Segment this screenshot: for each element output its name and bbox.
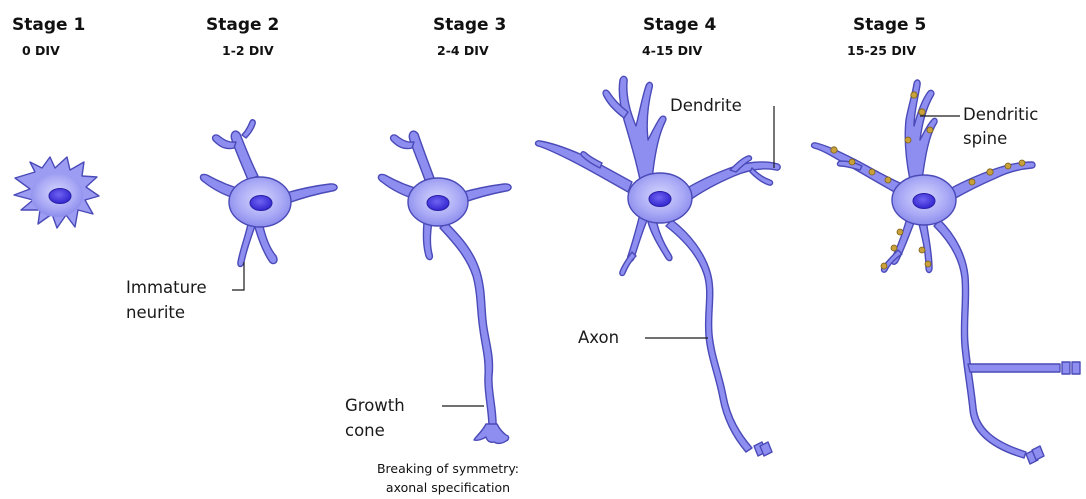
stage-2-div: 1-2 DIV — [222, 43, 274, 58]
stage-1-div: 0 DIV — [22, 43, 60, 58]
spine — [925, 261, 931, 267]
spine — [881, 263, 887, 269]
dendritic-spine-label: Dendritic spine — [920, 105, 1038, 148]
spine — [919, 247, 925, 253]
spine — [885, 177, 891, 183]
stage-4-title: Stage 4 — [643, 15, 716, 35]
stage-5-neuron — [812, 80, 1080, 464]
stage-5-header: Stage 5 15-25 DIV — [847, 15, 926, 58]
stage-5-div: 15-25 DIV — [847, 43, 916, 58]
caption-line1: Breaking of symmetry: — [377, 461, 519, 476]
spine — [869, 169, 875, 175]
spine — [905, 137, 911, 143]
dendrite-label-text: Dendrite — [670, 96, 742, 115]
spine — [831, 147, 837, 153]
immature-neurite-label-line2: neurite — [126, 303, 185, 322]
growth-cone-label-line1: Growth — [345, 396, 405, 415]
spine — [897, 229, 903, 235]
stage-2-title: Stage 2 — [206, 15, 279, 35]
caption-line2: axonal specification — [386, 480, 510, 495]
growth-cone-label-line2: cone — [345, 421, 385, 440]
stage-1-nucleus — [49, 189, 71, 204]
stage-2-header: Stage 2 1-2 DIV — [206, 15, 279, 58]
stage-1-title: Stage 1 — [12, 15, 85, 35]
stage-1-neuron — [14, 157, 99, 228]
stage-3-nucleus — [427, 196, 449, 211]
spine — [911, 92, 917, 98]
dendritic-spine-label-line2: spine — [963, 129, 1007, 148]
stage-4-div: 4-15 DIV — [642, 43, 703, 58]
spine — [1005, 163, 1011, 169]
spine — [987, 169, 993, 175]
spine — [919, 109, 925, 115]
axon-label: Axon — [578, 328, 708, 347]
stage-4-neuron — [536, 76, 781, 456]
stage-3-title: Stage 3 — [433, 15, 506, 35]
axon-label-text: Axon — [578, 328, 619, 347]
stage-4-header: Stage 4 4-15 DIV — [642, 15, 716, 58]
symmetry-caption: Breaking of symmetry: axonal specificati… — [377, 461, 519, 495]
stage-4-nucleus — [649, 192, 671, 207]
stage-1-header: Stage 1 0 DIV — [12, 15, 85, 58]
stage-3-header: Stage 3 2-4 DIV — [433, 15, 506, 58]
stage-3-div: 2-4 DIV — [437, 43, 489, 58]
spine — [1019, 160, 1025, 166]
immature-neurite-label: Immature neurite — [126, 262, 244, 322]
growth-cone-label: Growth cone — [345, 396, 484, 440]
stage-2-nucleus — [250, 196, 272, 211]
stage-5-title: Stage 5 — [853, 15, 926, 35]
spine — [849, 159, 855, 165]
spine — [891, 245, 897, 251]
spine — [927, 127, 933, 133]
stage-5-nucleus — [913, 194, 935, 209]
spine — [969, 179, 975, 185]
dendrite-label: Dendrite — [670, 96, 774, 168]
immature-neurite-label-line1: Immature — [126, 278, 207, 297]
stage-2-neuron — [200, 120, 337, 267]
dendritic-spine-label-line1: Dendritic — [963, 105, 1038, 124]
